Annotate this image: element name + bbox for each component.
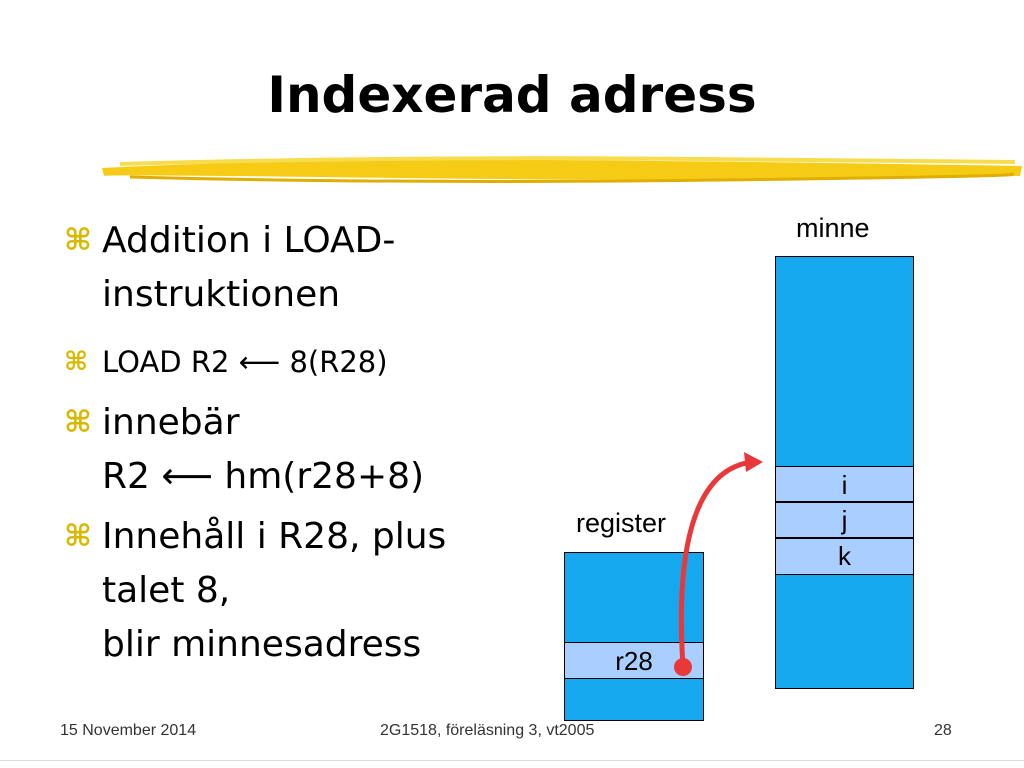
- register-block: r28: [564, 552, 704, 721]
- bullet-text: Addition i LOAD-: [102, 220, 396, 261]
- bullet-text: LOAD R2 ⟵ 8(R28): [102, 345, 388, 379]
- command-bullet-icon: ⌘: [64, 405, 92, 440]
- register-cell-r28: r28: [565, 642, 703, 679]
- command-bullet-icon: ⌘: [64, 223, 92, 258]
- footer-course: 2G1518, föreläsning 3, vt2005: [380, 722, 595, 739]
- footer-divider: [0, 760, 1024, 761]
- title-underline-brush: [102, 156, 1022, 183]
- bullet-list: ⌘ Addition i LOAD- instruktionen ⌘ LOAD …: [64, 214, 534, 672]
- slide-title: Indexerad adress: [267, 66, 757, 124]
- command-bullet-icon: ⌘: [64, 519, 92, 554]
- bullet-text: talet 8,: [102, 570, 231, 611]
- bullet-text: blir minnesadress: [102, 624, 422, 665]
- memory-cell: j: [776, 502, 913, 538]
- bullet-text: innebär: [102, 402, 240, 443]
- memory-block: i j k: [775, 256, 914, 689]
- bullet-item: ⌘ innebär R2 ⟵ hm(r28+8): [64, 396, 534, 504]
- bullet-text: instruktionen: [102, 274, 341, 315]
- bullet-text: Innehåll i R28, plus: [102, 516, 447, 557]
- memory-cell: i: [776, 466, 913, 502]
- command-bullet-icon: ⌘: [64, 347, 89, 377]
- bullet-item: ⌘ Addition i LOAD- instruktionen: [64, 214, 534, 322]
- memory-cell: k: [776, 538, 913, 575]
- register-label: register: [576, 508, 667, 538]
- footer-date: 15 November 2014: [60, 722, 197, 739]
- bullet-item: ⌘ LOAD R2 ⟵ 8(R28): [64, 342, 534, 382]
- memory-label: minne: [796, 213, 870, 243]
- footer-page-number: 28: [934, 722, 952, 739]
- bullet-text: R2 ⟵ hm(r28+8): [102, 456, 425, 497]
- bullet-item: ⌘ Innehåll i R28, plus talet 8, blir min…: [64, 510, 534, 672]
